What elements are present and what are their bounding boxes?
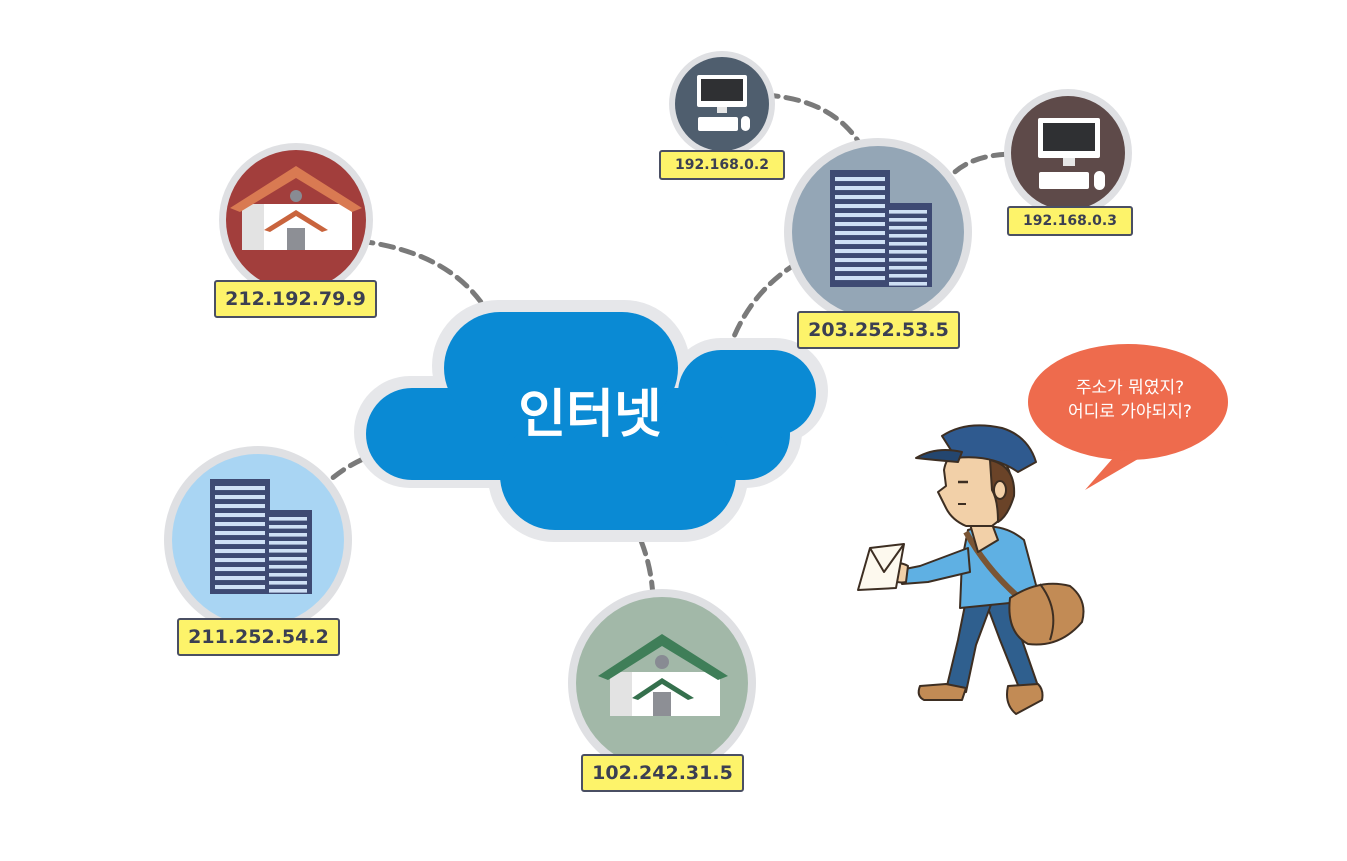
building-window-stripe — [269, 573, 307, 577]
speech-bubble — [1028, 344, 1228, 490]
building-left-node — [164, 446, 352, 634]
house-green-node — [568, 589, 756, 777]
building-window-stripe — [269, 565, 307, 569]
building-window-stripe — [889, 266, 927, 270]
speech-bubble-text: 주소가 뭐였지? 어디로 가야되지? — [1030, 376, 1230, 436]
building-window-stripe — [269, 581, 307, 585]
ip-label-building-left: 211.252.54.2 — [177, 618, 340, 656]
building-window-stripe — [889, 258, 927, 262]
building-window-stripe — [889, 210, 927, 214]
ip-label-building-right: 203.252.53.5 — [797, 311, 960, 349]
building-right-node — [784, 138, 972, 326]
building-window-stripe — [835, 213, 885, 218]
house-icon — [598, 634, 728, 716]
building-window-stripe — [269, 589, 307, 593]
pc-2-node — [1004, 89, 1132, 217]
building-icon — [830, 170, 932, 287]
building-window-stripe — [215, 531, 265, 536]
building-window-stripe — [835, 186, 885, 191]
building-window-stripe — [215, 522, 265, 527]
building-window-stripe — [215, 549, 265, 554]
house-red-node — [219, 143, 373, 297]
internet-label: 인터넷 — [518, 385, 662, 445]
building-window-stripe — [835, 177, 885, 182]
building-window-stripe — [889, 226, 927, 230]
building-window-stripe — [889, 242, 927, 246]
building-window-stripe — [215, 558, 265, 563]
building-window-stripe — [835, 231, 885, 236]
building-window-stripe — [215, 495, 265, 500]
speech-line-1: 주소가 뭐였지? — [1075, 378, 1185, 398]
building-window-stripe — [889, 274, 927, 278]
computer-icon — [697, 75, 750, 131]
internet-cloud — [354, 300, 828, 542]
building-window-stripe — [835, 240, 885, 245]
house-icon — [230, 166, 362, 250]
building-window-stripe — [269, 557, 307, 561]
building-window-stripe — [889, 282, 927, 286]
ip-label-house-green: 102.242.31.5 — [581, 754, 744, 792]
computer-icon — [1038, 118, 1105, 190]
building-window-stripe — [269, 525, 307, 529]
ip-label-house-red: 212.192.79.9 — [214, 280, 377, 318]
building-window-stripe — [889, 250, 927, 254]
mail-carrier-illustration — [857, 424, 1085, 715]
pc-1-node — [669, 51, 775, 157]
building-window-stripe — [215, 513, 265, 518]
building-window-stripe — [215, 576, 265, 581]
building-icon — [210, 479, 312, 594]
building-window-stripe — [269, 549, 307, 553]
building-window-stripe — [835, 249, 885, 254]
building-window-stripe — [889, 218, 927, 222]
building-window-stripe — [835, 267, 885, 272]
building-window-stripe — [835, 276, 885, 281]
building-window-stripe — [215, 486, 265, 491]
building-window-stripe — [215, 540, 265, 545]
building-window-stripe — [835, 258, 885, 263]
building-window-stripe — [269, 541, 307, 545]
building-window-stripe — [889, 234, 927, 238]
building-window-stripe — [835, 222, 885, 227]
building-window-stripe — [215, 504, 265, 509]
building-window-stripe — [835, 195, 885, 200]
building-window-stripe — [215, 567, 265, 572]
ip-label-pc-2: 192.168.0.3 — [1007, 206, 1133, 236]
speech-line-2: 어디로 가야되지? — [1068, 402, 1192, 422]
building-window-stripe — [215, 585, 265, 590]
building-window-stripe — [269, 533, 307, 537]
ip-label-pc-1: 192.168.0.2 — [659, 150, 785, 180]
building-window-stripe — [835, 204, 885, 209]
building-window-stripe — [269, 517, 307, 521]
